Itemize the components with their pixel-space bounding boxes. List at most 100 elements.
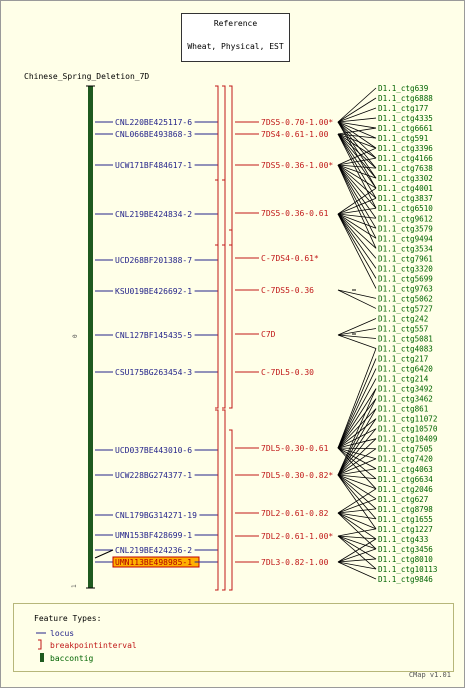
correspondence-line <box>337 187 377 215</box>
contig-label[interactable]: D1.1_ctg639 <box>378 84 429 93</box>
contig-label[interactable]: D1.1_ctg5081 <box>378 335 433 344</box>
correspondence-line <box>337 474 377 530</box>
chromosome-bar[interactable] <box>88 86 93 588</box>
interval-label[interactable]: C-7DS5-0.36 <box>261 286 314 295</box>
correspondence-line <box>337 447 377 450</box>
contig-label[interactable]: D1.1_ctg3320 <box>378 264 433 273</box>
contig-label[interactable]: D1.1_ctg4335 <box>378 114 433 123</box>
interval-label[interactable]: C7D <box>261 330 276 339</box>
contig-label[interactable]: D1.1_ctg6510 <box>378 204 433 213</box>
interval-bracket[interactable] <box>222 409 226 591</box>
contig-label[interactable]: D1.1_ctg7420 <box>378 455 433 464</box>
interval-label[interactable]: 7DS5-0.36-0.61 <box>261 209 329 218</box>
locus-label[interactable]: UMN113BE498985-1 <box>115 558 192 567</box>
locus-label[interactable]: CNL219BE424834-2 <box>115 210 192 219</box>
contig-label[interactable]: D1.1_ctg6888 <box>378 94 433 103</box>
contig-label[interactable]: D1.1_ctg9763 <box>378 284 433 293</box>
contig-label[interactable]: D1.1_ctg4083 <box>378 345 433 354</box>
locus-label[interactable]: CSU175BG263454-3 <box>115 368 192 377</box>
interval-label[interactable]: C-7DS4-0.61* <box>261 254 319 263</box>
contig-label[interactable]: D1.1_ctg627 <box>378 495 428 504</box>
contig-label[interactable]: D1.1_ctg5727 <box>378 304 433 313</box>
contig-label[interactable]: D1.1_ctg1227 <box>378 525 433 534</box>
contig-label[interactable]: D1.1_ctg7961 <box>378 254 433 263</box>
locus-label[interactable]: UCW228BG274377-1 <box>115 471 192 480</box>
correspondence-line <box>337 213 377 219</box>
contig-label[interactable]: D1.1_ctg7505 <box>378 445 433 454</box>
contig-label[interactable]: D1.1_ctg214 <box>378 375 429 384</box>
contig-label[interactable]: D1.1_ctg1655 <box>378 515 433 524</box>
contig-label[interactable]: D1.1_ctg3302 <box>378 174 433 183</box>
contig-label[interactable]: D1.1_ctg177 <box>378 104 428 113</box>
contig-label[interactable]: D1.1_ctg861 <box>378 405 429 414</box>
correspondence-line <box>337 512 377 520</box>
interval-bracket[interactable] <box>222 179 226 409</box>
contig-label[interactable]: D1.1_ctg4166 <box>378 154 433 163</box>
interval-label[interactable]: 7DS4-0.61-1.00 <box>261 130 329 139</box>
contig-label[interactable]: D1.1_ctg10113 <box>378 565 437 574</box>
contig-label[interactable]: D1.1_ctg2046 <box>378 485 433 494</box>
locus-label[interactable]: CNL179BG314271-19 <box>115 511 197 520</box>
contig-label[interactable]: D1.1_ctg6420 <box>378 365 433 374</box>
contig-label[interactable]: D1.1_ctg5699 <box>378 274 433 283</box>
contig-label[interactable]: D1.1_ctg7638 <box>378 164 433 173</box>
contig-label[interactable]: D1.1_ctg3462 <box>378 395 433 404</box>
contig-label[interactable]: D1.1_ctg3456 <box>378 545 433 554</box>
contig-label[interactable]: D1.1_ctg433 <box>378 535 428 544</box>
interval-label[interactable]: 7DL5-0.30-0.61 <box>261 444 329 453</box>
interval-bracket[interactable] <box>229 229 233 409</box>
contig-label[interactable]: D1.1_ctg217 <box>378 355 428 364</box>
locus-label[interactable]: KSU019BE426692-1 <box>115 287 192 296</box>
reference-map-box[interactable]: Reference Wheat, Physical, EST <box>181 13 290 62</box>
ruler-end-label: 1 <box>71 584 78 588</box>
contig-label[interactable]: D1.1_ctg3579 <box>378 224 433 233</box>
interval-label[interactable]: C-7DL5-0.30 <box>261 368 314 377</box>
correspondence-line <box>337 121 377 179</box>
contig-label[interactable]: D1.1_ctg3534 <box>378 244 433 253</box>
locus-label[interactable]: UCD037BE443010-6 <box>115 446 192 455</box>
locus-label[interactable]: UCW171BF484617-1 <box>115 161 192 170</box>
interval-label[interactable]: 7DS5-0.36-1.00* <box>261 161 333 170</box>
map-title[interactable]: Chinese_Spring_Deletion_7D <box>24 72 149 81</box>
locus-label[interactable]: CNL220BE425117-6 <box>115 118 192 127</box>
locus-label[interactable]: UMN153BF428699-1 <box>115 531 192 540</box>
contig-label[interactable]: D1.1_ctg557 <box>378 324 428 333</box>
interval-label[interactable]: 7DL2-0.61-1.00* <box>261 532 333 541</box>
contig-label[interactable]: D1.1_ctg242 <box>378 314 428 323</box>
contig-label[interactable]: D1.1_ctg9612 <box>378 214 433 223</box>
contig-label[interactable]: D1.1_ctg5062 <box>378 294 433 303</box>
contig-label[interactable]: D1.1_ctg10409 <box>378 435 438 444</box>
locus-label[interactable]: CNL127BF145435-5 <box>115 331 192 340</box>
contig-label[interactable]: D1.1_ctg4001 <box>378 184 433 193</box>
contig-label[interactable]: D1.1_ctg3837 <box>378 194 433 203</box>
contig-label[interactable]: D1.1_ctg10570 <box>378 425 438 434</box>
contig-label[interactable]: D1.1_ctg9846 <box>378 575 433 584</box>
correspondence-line <box>337 207 377 215</box>
interval-label[interactable]: 7DL3-0.82-1.00 <box>261 558 329 567</box>
contig-label[interactable]: D1.1_ctg8798 <box>378 505 433 514</box>
interval-bracket[interactable] <box>215 85 219 246</box>
interval-bracket[interactable] <box>215 179 219 409</box>
contig-label[interactable]: D1.1_ctg6634 <box>378 475 433 484</box>
contig-label[interactable]: D1.1_ctg6661 <box>378 124 433 133</box>
interval-bracket[interactable] <box>229 429 233 591</box>
locus-label[interactable]: CNL066BE493868-3 <box>115 130 192 139</box>
interval-label[interactable]: 7DL5-0.30-0.82* <box>261 471 333 480</box>
correspondence-line <box>337 428 377 476</box>
contig-label[interactable]: D1.1_ctg591 <box>378 134 429 143</box>
contig-label[interactable]: D1.1_ctg3396 <box>378 144 433 153</box>
interval-bracket[interactable] <box>229 85 233 246</box>
contig-label[interactable]: D1.1_ctg11072 <box>378 415 437 424</box>
contig-label[interactable]: D1.1_ctg9494 <box>378 234 433 243</box>
locus-label[interactable]: UCD268BF201388-7 <box>115 256 192 265</box>
interval-label[interactable]: 7DS5-0.70-1.00* <box>261 118 333 127</box>
locus-label[interactable]: CNL219BE424236-2 <box>115 546 192 555</box>
contig-label[interactable]: D1.1_ctg3492 <box>378 385 433 394</box>
correspondence-line <box>337 133 377 209</box>
contig-label[interactable]: D1.1_ctg4063 <box>378 465 433 474</box>
interval-bracket[interactable] <box>215 409 219 591</box>
interval-label[interactable]: 7DL2-0.61-0.82 <box>261 509 329 518</box>
legend-item-locus: locus <box>50 629 74 638</box>
contig-label[interactable]: D1.1_ctg8010 <box>378 555 433 564</box>
interval-bracket[interactable] <box>222 85 226 246</box>
